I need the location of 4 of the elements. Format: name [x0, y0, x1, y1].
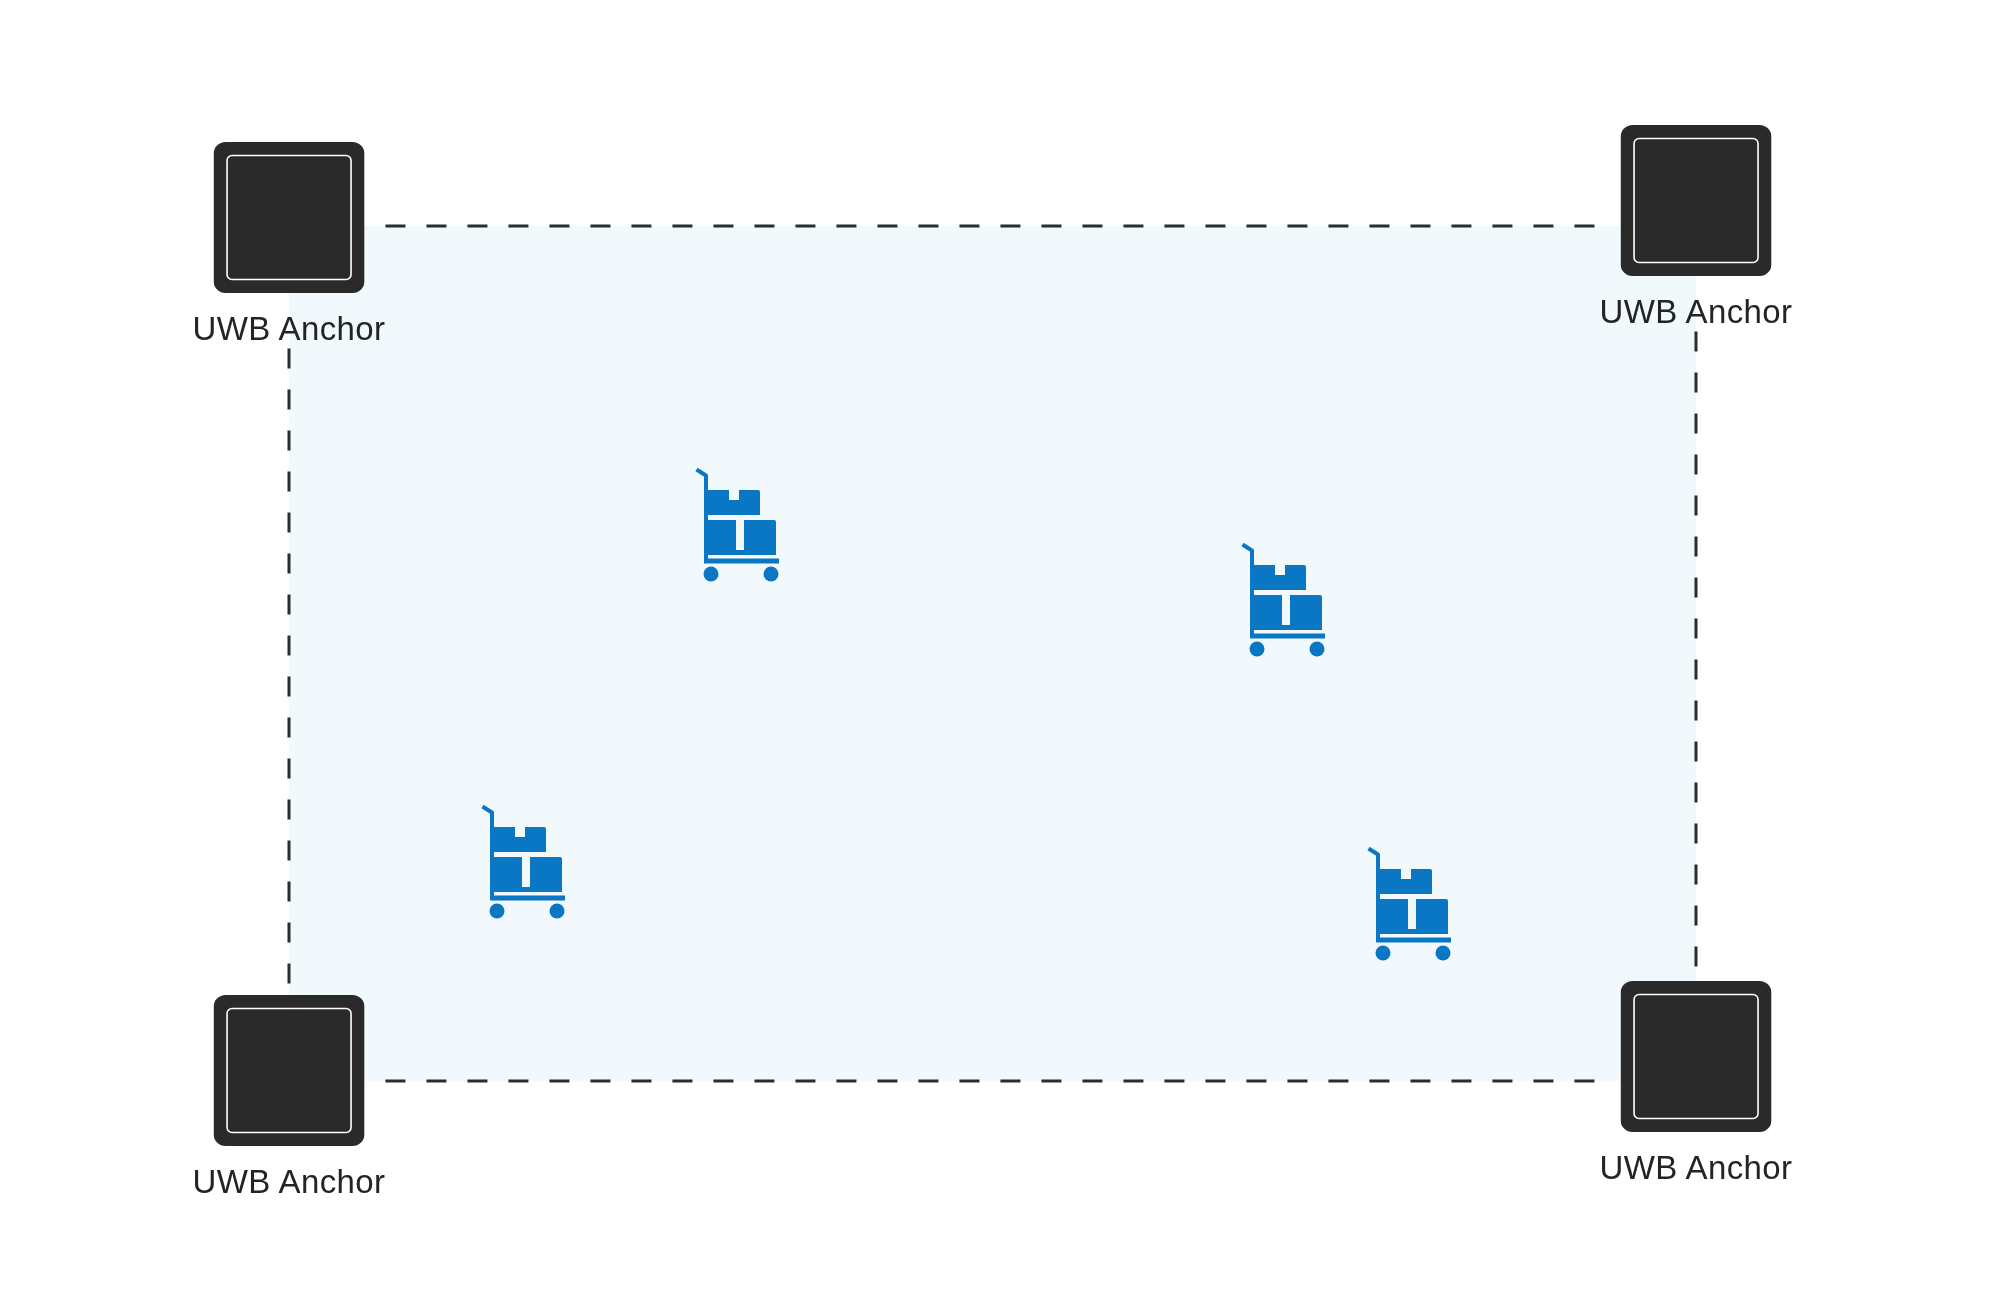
node-label: UWB Anchor — [1599, 1148, 1793, 1188]
node-label: UWB Anchor — [192, 309, 386, 349]
node-label: UWB Anchor — [192, 1162, 386, 1202]
node-label: UWB Anchor — [1599, 292, 1793, 332]
